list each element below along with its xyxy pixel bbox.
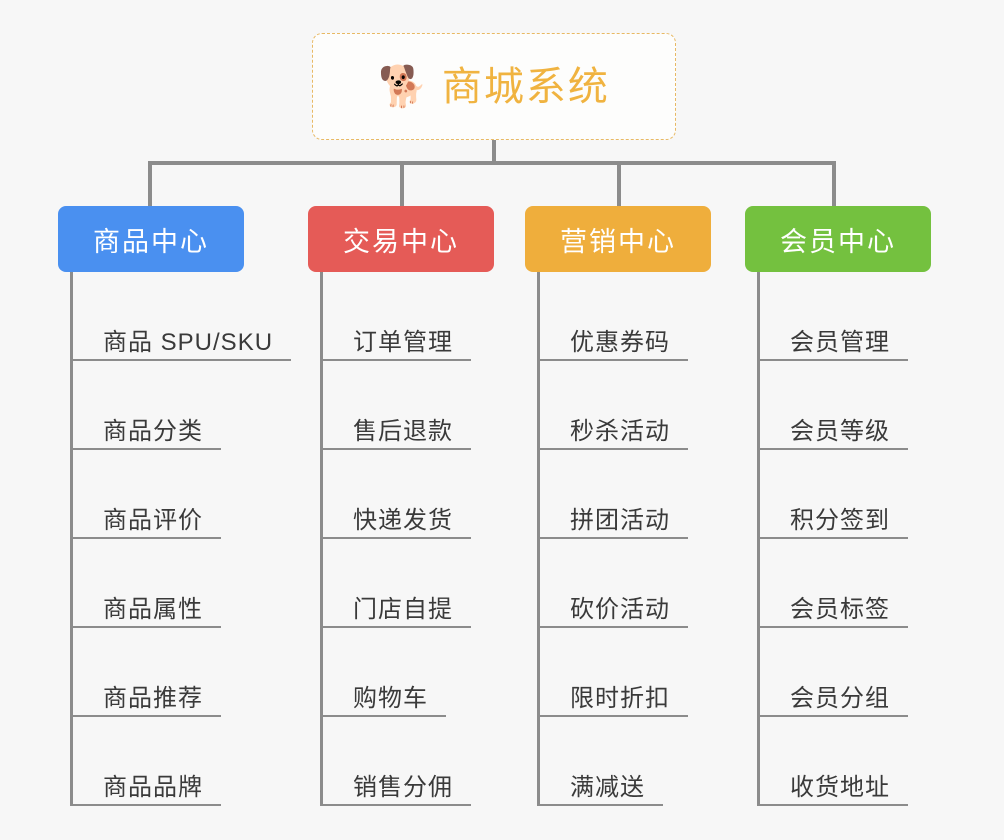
branch-header-2[interactable]: 交易中心 bbox=[308, 206, 494, 272]
leaf-item[interactable]: 快递发货 bbox=[323, 450, 494, 539]
leaf-item-label: 会员分组 bbox=[790, 684, 890, 712]
leaf-item-label: 优惠券码 bbox=[570, 328, 670, 356]
leaf-item-label: 商品推荐 bbox=[103, 684, 203, 712]
connector-drop-3 bbox=[617, 161, 621, 206]
leaf-item-label: 会员标签 bbox=[790, 595, 890, 623]
leaf-item-underline bbox=[540, 448, 688, 450]
branch-header-1[interactable]: 商品中心 bbox=[58, 206, 244, 272]
leaf-item-underline bbox=[73, 537, 221, 539]
leaf-item[interactable]: 拼团活动 bbox=[540, 450, 711, 539]
leaf-item[interactable]: 会员分组 bbox=[760, 628, 931, 717]
leaf-list-3: 优惠券码秒杀活动拼团活动砍价活动限时折扣满减送 bbox=[537, 272, 711, 806]
leaf-list-4: 会员管理会员等级积分签到会员标签会员分组收货地址 bbox=[757, 272, 931, 806]
branch-header-3[interactable]: 营销中心 bbox=[525, 206, 711, 272]
leaf-item-label: 会员等级 bbox=[790, 417, 890, 445]
leaf-item-underline bbox=[540, 804, 663, 806]
leaf-item[interactable]: 商品评价 bbox=[73, 450, 244, 539]
leaf-item[interactable]: 商品推荐 bbox=[73, 628, 244, 717]
leaf-item-underline bbox=[323, 715, 446, 717]
leaf-item[interactable]: 订单管理 bbox=[323, 272, 494, 361]
leaf-item[interactable]: 销售分佣 bbox=[323, 717, 494, 806]
branch-header-4[interactable]: 会员中心 bbox=[745, 206, 931, 272]
leaf-item-underline bbox=[760, 626, 908, 628]
connector-drop-4 bbox=[832, 161, 836, 206]
leaf-item-underline bbox=[323, 804, 471, 806]
leaf-item[interactable]: 会员标签 bbox=[760, 539, 931, 628]
leaf-item[interactable]: 商品分类 bbox=[73, 361, 244, 450]
leaf-item-label: 售后退款 bbox=[353, 417, 453, 445]
leaf-item[interactable]: 商品 SPU/SKU bbox=[73, 272, 291, 361]
leaf-item[interactable]: 限时折扣 bbox=[540, 628, 711, 717]
branch-column-4: 会员中心 会员管理会员等级积分签到会员标签会员分组收货地址 bbox=[745, 206, 931, 806]
connector-drop-2 bbox=[400, 161, 404, 206]
leaf-item-label: 收货地址 bbox=[790, 773, 890, 801]
branch-header-label-2: 交易中心 bbox=[343, 226, 459, 257]
leaf-item[interactable]: 商品品牌 bbox=[73, 717, 244, 806]
leaf-item[interactable]: 门店自提 bbox=[323, 539, 494, 628]
leaf-item-underline bbox=[73, 626, 221, 628]
leaf-item-label: 限时折扣 bbox=[570, 684, 670, 712]
shiba-dog-face-icon: 🐕 bbox=[378, 64, 428, 109]
leaf-item-underline bbox=[760, 448, 908, 450]
branch-column-2: 交易中心 订单管理售后退款快递发货门店自提购物车销售分佣 bbox=[308, 206, 494, 806]
leaf-item-underline bbox=[760, 715, 908, 717]
leaf-item-label: 购物车 bbox=[353, 684, 428, 712]
leaf-item-label: 商品 SPU/SKU bbox=[103, 328, 274, 356]
leaf-item-label: 商品属性 bbox=[103, 595, 203, 623]
leaf-item[interactable]: 收货地址 bbox=[760, 717, 931, 806]
leaf-item-label: 满减送 bbox=[570, 773, 645, 801]
connector-root-stem bbox=[492, 140, 496, 165]
leaf-item[interactable]: 购物车 bbox=[323, 628, 494, 717]
leaf-item-label: 积分签到 bbox=[790, 506, 890, 534]
leaf-item-underline bbox=[540, 626, 688, 628]
leaf-item[interactable]: 会员等级 bbox=[760, 361, 931, 450]
leaf-item-underline bbox=[760, 804, 908, 806]
leaf-item-underline bbox=[540, 359, 688, 361]
leaf-list-1: 商品 SPU/SKU 商品分类商品评价商品属性商品推荐商品品牌 bbox=[70, 272, 291, 806]
leaf-item-underline bbox=[540, 715, 688, 717]
leaf-item-label: 会员管理 bbox=[790, 328, 890, 356]
branch-header-label-4: 会员中心 bbox=[780, 226, 896, 257]
leaf-item-underline bbox=[760, 537, 908, 539]
leaf-item-label: 商品分类 bbox=[103, 417, 203, 445]
leaf-item-label: 门店自提 bbox=[353, 595, 453, 623]
branch-column-3: 营销中心 优惠券码秒杀活动拼团活动砍价活动限时折扣满减送 bbox=[525, 206, 711, 806]
leaf-item[interactable]: 积分签到 bbox=[760, 450, 931, 539]
leaf-item-underline bbox=[323, 537, 471, 539]
leaf-item-underline bbox=[73, 715, 221, 717]
leaf-item-underline bbox=[73, 359, 291, 361]
leaf-item[interactable]: 商品属性 bbox=[73, 539, 244, 628]
connector-horizontal-bus bbox=[148, 161, 836, 165]
branch-column-1: 商品中心 商品 SPU/SKU 商品分类商品评价商品属性商品推荐商品品牌 bbox=[58, 206, 291, 806]
leaf-item[interactable]: 会员管理 bbox=[760, 272, 931, 361]
root-node-label: 商城系统 bbox=[441, 64, 610, 109]
leaf-item[interactable]: 秒杀活动 bbox=[540, 361, 711, 450]
leaf-item-underline bbox=[73, 804, 221, 806]
branch-header-label-3: 营销中心 bbox=[560, 226, 676, 257]
leaf-item-label: 快递发货 bbox=[353, 506, 453, 534]
leaf-item[interactable]: 优惠券码 bbox=[540, 272, 711, 361]
leaf-item[interactable]: 满减送 bbox=[540, 717, 711, 806]
leaf-item[interactable]: 售后退款 bbox=[323, 361, 494, 450]
leaf-item-label: 砍价活动 bbox=[570, 595, 670, 623]
leaf-item-underline bbox=[323, 448, 471, 450]
leaf-item-label: 商品评价 bbox=[103, 506, 203, 534]
leaf-item-underline bbox=[760, 359, 908, 361]
leaf-item-underline bbox=[73, 448, 221, 450]
leaf-item-label: 订单管理 bbox=[353, 328, 453, 356]
leaf-item-underline bbox=[540, 537, 688, 539]
branch-header-label-1: 商品中心 bbox=[93, 226, 209, 257]
leaf-item-label: 秒杀活动 bbox=[570, 417, 670, 445]
leaf-item-underline bbox=[323, 626, 471, 628]
leaf-item[interactable]: 砍价活动 bbox=[540, 539, 711, 628]
leaf-item-underline bbox=[323, 359, 471, 361]
leaf-list-2: 订单管理售后退款快递发货门店自提购物车销售分佣 bbox=[320, 272, 494, 806]
connector-drop-1 bbox=[148, 161, 152, 206]
leaf-item-label: 拼团活动 bbox=[570, 506, 670, 534]
root-node[interactable]: 🐕 商城系统 bbox=[312, 33, 676, 140]
leaf-item-label: 商品品牌 bbox=[103, 773, 203, 801]
leaf-item-label: 销售分佣 bbox=[353, 773, 453, 801]
